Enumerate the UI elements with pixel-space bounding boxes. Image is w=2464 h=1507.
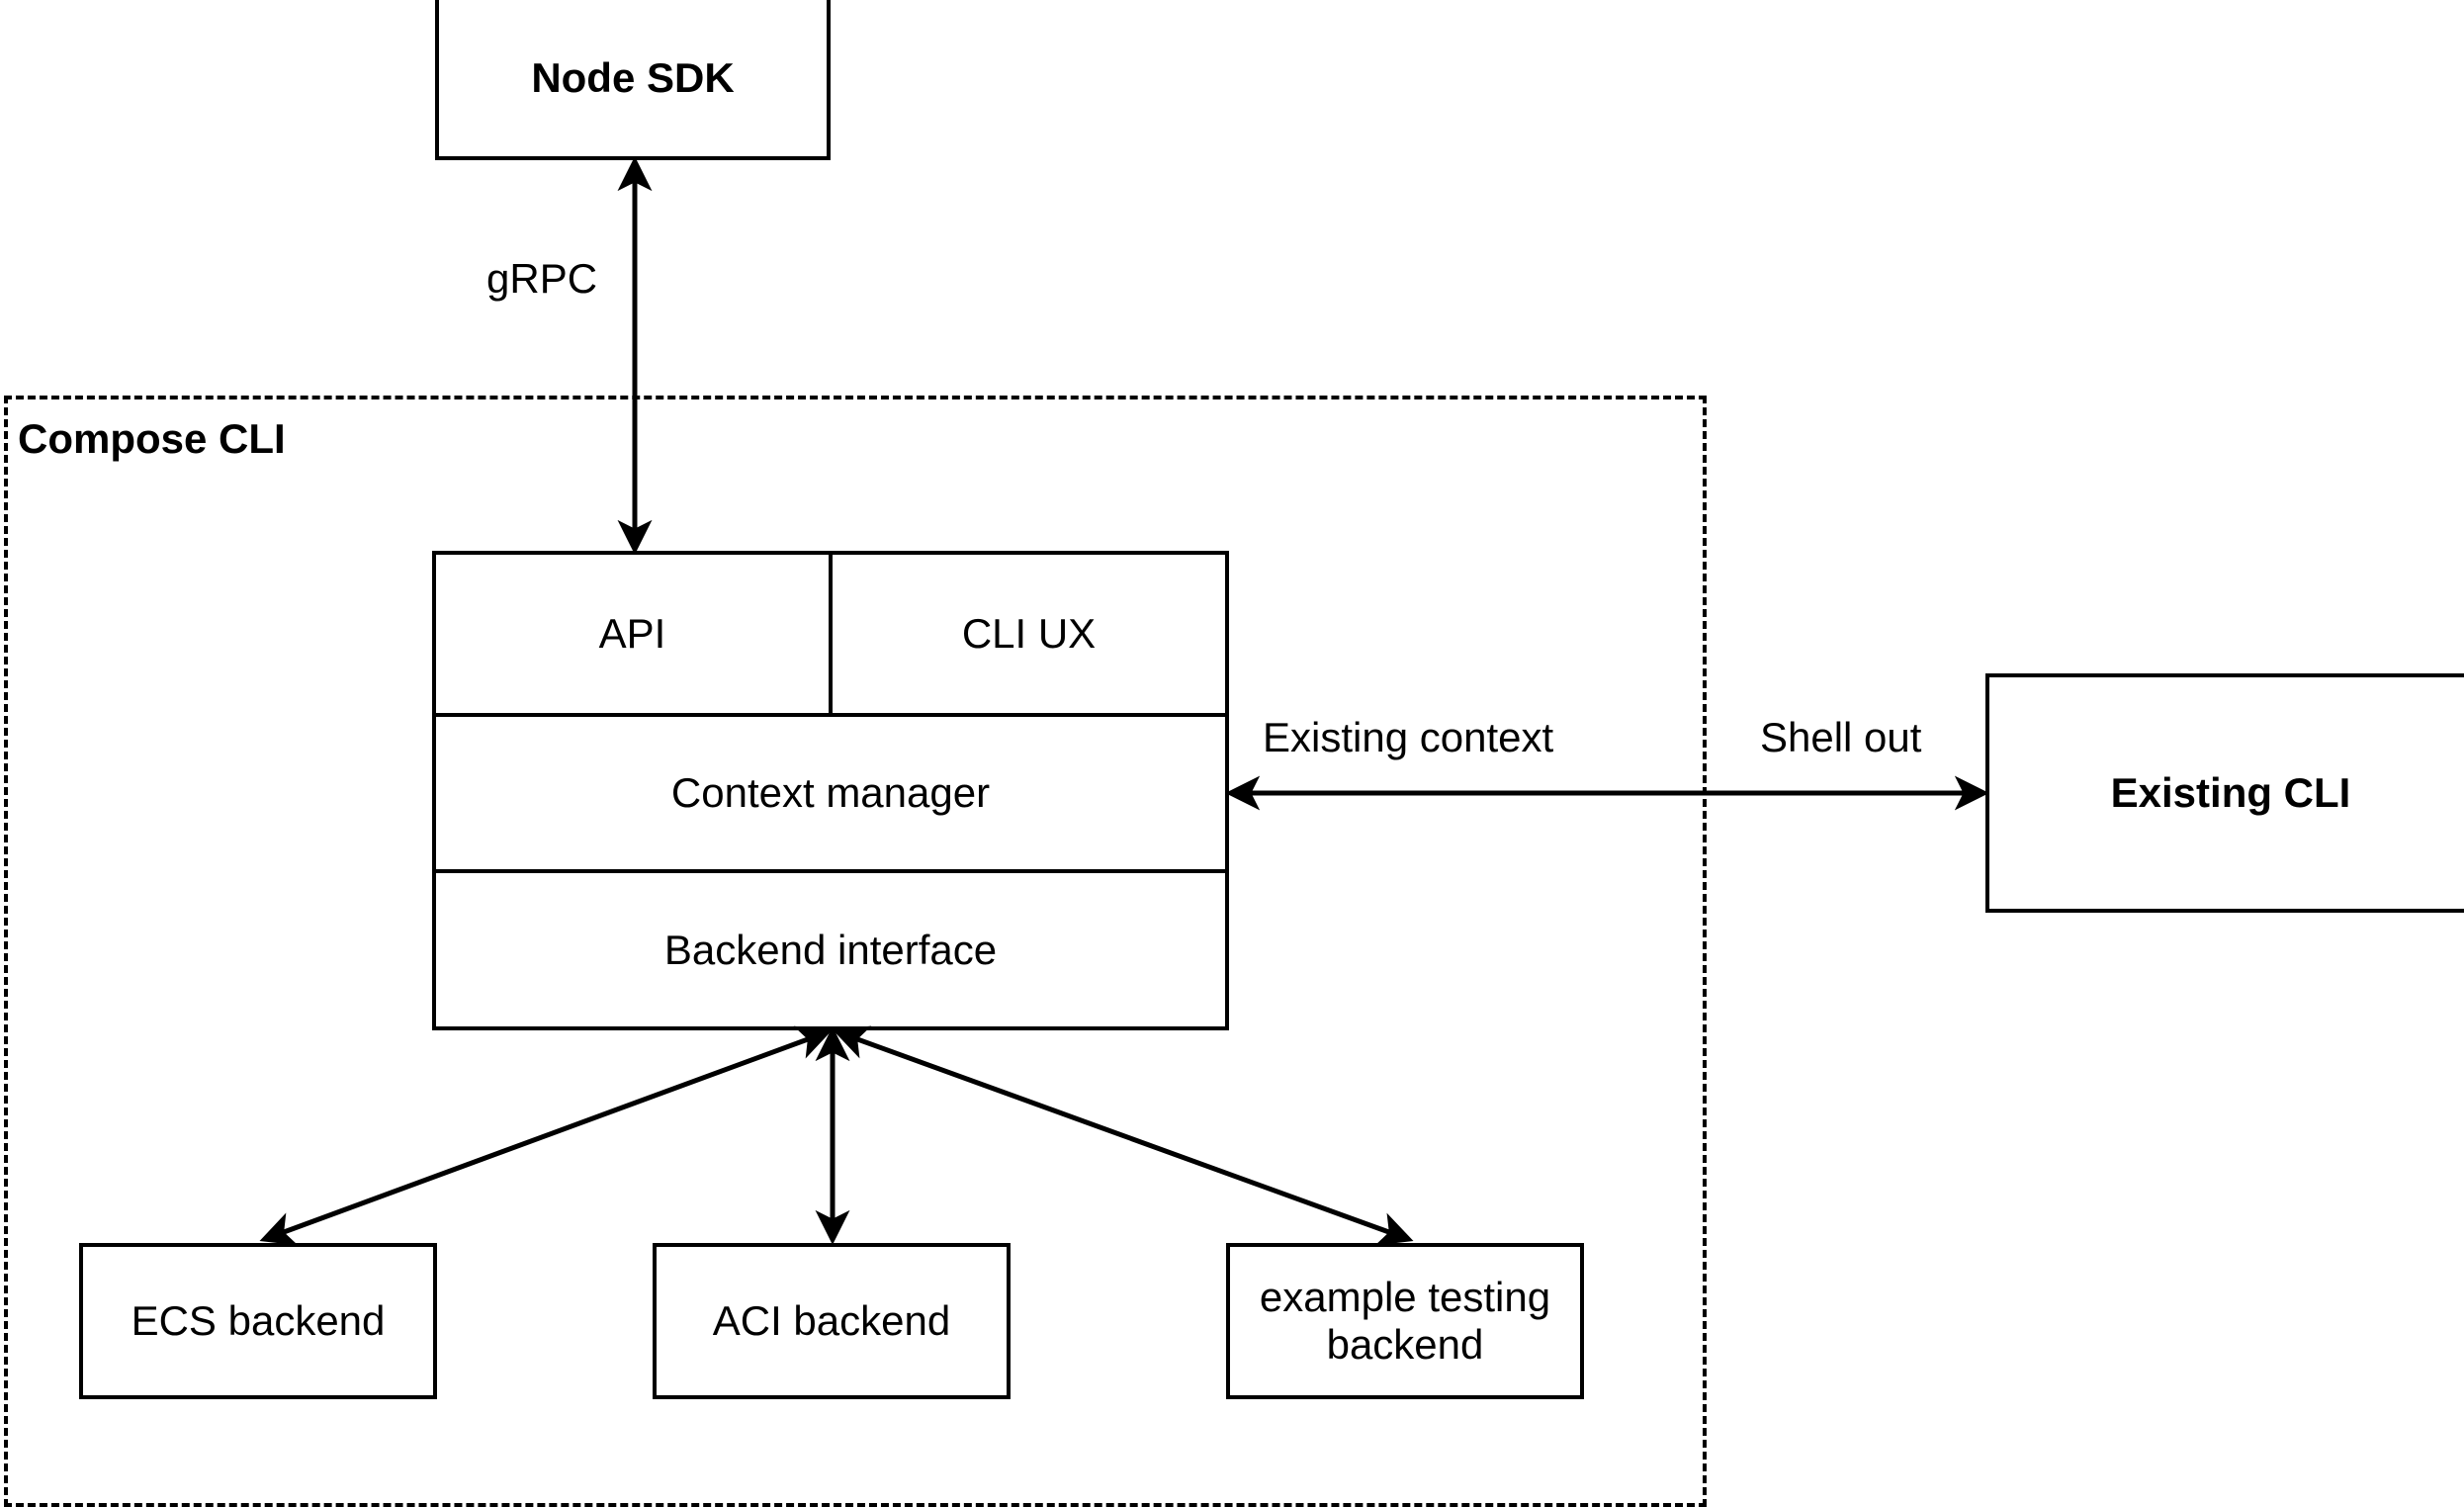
ecs-backend-box[interactable]: ECS backend xyxy=(79,1243,437,1399)
aci-backend-label: ACI backend xyxy=(712,1297,951,1345)
aci-backend-box[interactable]: ACI backend xyxy=(653,1243,1011,1399)
ecs-backend-label: ECS backend xyxy=(131,1297,386,1345)
context-manager-label: Context manager xyxy=(670,768,991,816)
node-sdk-box[interactable]: Node SDK xyxy=(435,0,831,160)
backend-interface-label: Backend interface xyxy=(663,926,998,973)
existing-cli-label: Existing CLI xyxy=(2110,769,2351,817)
cli-ux-label: CLI UX xyxy=(961,609,1097,657)
grpc-edge-label: gRPC xyxy=(486,255,598,302)
backend-interface-cell[interactable]: Backend interface xyxy=(436,873,1225,1026)
compose-cli-group-label: Compose CLI xyxy=(18,415,286,462)
compose-cli-group-boundary xyxy=(4,396,1707,1507)
example-testing-backend-box[interactable]: example testing backend xyxy=(1226,1243,1584,1399)
api-label: API xyxy=(598,609,666,657)
api-cell[interactable]: API xyxy=(436,555,833,713)
stack-row-backend-interface: Backend interface xyxy=(436,873,1225,1026)
existing-cli-box[interactable]: Existing CLI xyxy=(1985,673,2464,913)
shell-out-edge-label: Shell out xyxy=(1760,714,1922,760)
stack-row-context-manager: Context manager xyxy=(436,716,1225,874)
compose-cli-stack: API CLI UX Context manager Backend inter… xyxy=(432,551,1229,1030)
context-manager-cell[interactable]: Context manager xyxy=(436,717,1225,870)
cli-ux-cell[interactable]: CLI UX xyxy=(833,555,1225,713)
example-testing-backend-label: example testing backend xyxy=(1259,1274,1551,1368)
node-sdk-label: Node SDK xyxy=(531,54,735,102)
stack-row-api-cliux: API CLI UX xyxy=(436,555,1225,717)
existing-context-edge-label: Existing context xyxy=(1263,714,1554,760)
